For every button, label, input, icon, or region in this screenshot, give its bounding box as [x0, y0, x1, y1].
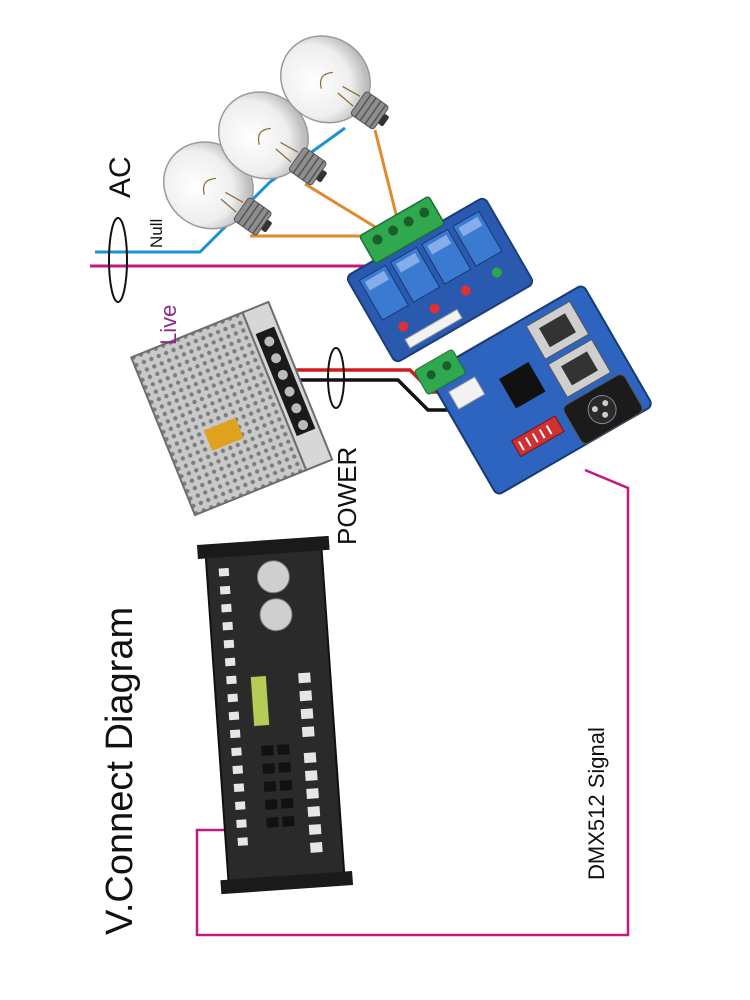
power-label: POWER: [332, 447, 362, 545]
decoder-power-terminal: [414, 349, 466, 395]
console-lcd: [249, 674, 271, 728]
power-cable-ring: [327, 347, 345, 409]
ac-cable-ring: [108, 217, 128, 303]
live-label: Live: [156, 305, 181, 345]
console-xlr-2: [259, 598, 293, 632]
light-bulb-2: [217, 91, 327, 186]
dmx-console: [196, 535, 354, 895]
relay-board: [346, 197, 534, 363]
power-supply: [129, 300, 334, 517]
light-bulb-1: [162, 141, 272, 236]
live-wire: [90, 246, 384, 268]
relay-terminal-block: [359, 196, 445, 264]
diagram-title: V.Connect Diagram: [99, 607, 141, 935]
dmx-signal-wire: [195, 468, 630, 937]
console-xlr-1: [256, 560, 290, 594]
dmx-decoder-board: [428, 285, 652, 495]
console-buttons: [218, 567, 323, 853]
dip-switch: [511, 415, 565, 458]
dmx-signal-label: DMX512 Signal: [584, 727, 609, 880]
load-wire-3: [373, 129, 400, 223]
light-bulb-3: [279, 35, 389, 130]
null-label: Null: [147, 219, 166, 248]
ac-label: AC: [104, 156, 137, 198]
